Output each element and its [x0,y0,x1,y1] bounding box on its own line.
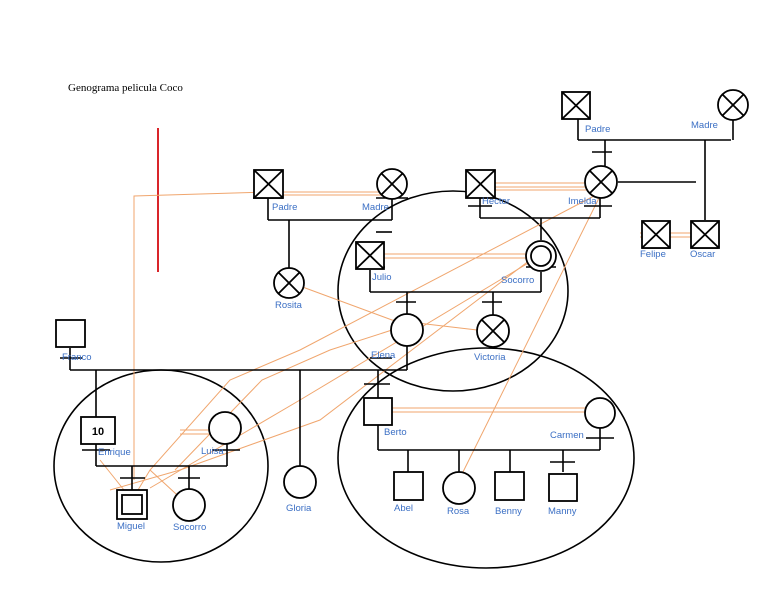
abel-symbol [393,471,424,501]
label-rosa: Rosa [447,506,470,517]
ellipse-hector-imelda-household [337,190,569,392]
family-lines [60,119,734,490]
label-victoria: Victoria [474,352,506,363]
socorro-young-symbol [172,488,206,522]
label-luisa: Luisa [201,446,224,457]
elena-symbol [390,313,424,347]
label-carmen: Carmen [550,430,584,441]
label-imelda: Imelda [568,196,597,207]
label-socorro-young: Socorro [173,522,207,533]
label-julio: Julio [372,272,392,283]
franco-symbol [55,319,86,348]
label-oscar: Oscar [690,249,716,260]
label-benny: Benny [495,506,522,517]
label-madre-imelda: Madre [691,120,718,131]
label-enrique: Enrique [98,447,131,458]
rosa-symbol [442,471,476,505]
gloria-symbol [283,465,317,499]
oscar-symbol [690,220,720,249]
imelda-symbol [584,165,618,199]
manny-symbol [548,473,578,502]
label-rosita: Rosita [275,300,302,311]
label-franco: Franco [62,352,92,363]
padre-imelda-symbol [561,91,591,120]
label-padre-hector: Padre [272,202,298,213]
label-padre-imelda: Padre [585,124,611,135]
label-hector: Hector [482,196,510,207]
luisa-symbol [208,411,242,445]
label-madre-hector: Madre [362,202,389,213]
victoria-symbol [476,314,510,348]
berto-symbol [363,397,393,426]
label-felipe: Felipe [640,249,666,260]
label-elena: Elena [371,350,396,361]
hector-symbol [465,169,496,199]
rosita-symbol [273,267,305,299]
madre-imelda-symbol [717,89,749,121]
socorro-elder-symbol [525,240,557,272]
label-socorro-elder: Socorro [501,275,535,286]
label-gloria: Gloria [286,503,312,514]
miguel-symbol [116,489,148,520]
page-title: Genograma pelicula Coco [68,82,183,94]
relationship-lines [99,182,706,511]
enrique-symbol [80,416,116,445]
benny-symbol [494,471,525,501]
julio-symbol [355,241,385,270]
label-manny: Manny [548,506,577,517]
carmen-symbol [584,397,616,429]
padre-hector-symbol [253,169,284,199]
ellipse-berto-carmen-household [337,347,635,569]
madre-hector-symbol [376,168,408,200]
label-berto: Berto [384,427,407,438]
felipe-symbol [641,220,671,249]
label-abel: Abel [394,503,414,514]
label-miguel: Miguel [117,521,145,532]
enrique-age: 10 [92,426,104,438]
